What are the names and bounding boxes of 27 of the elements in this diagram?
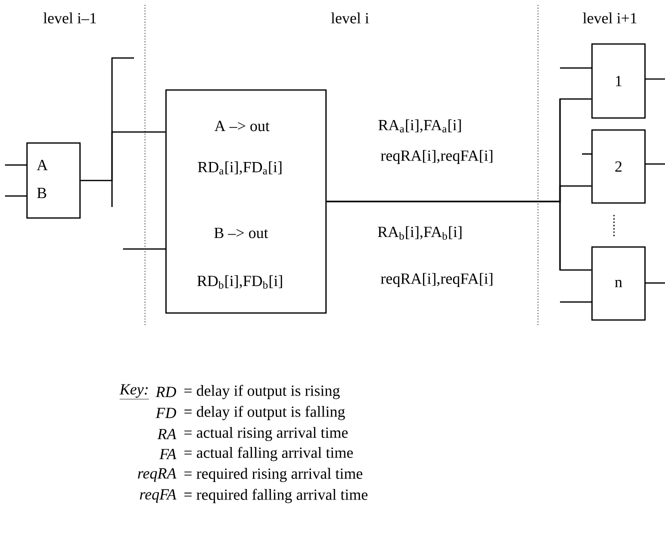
gate-box: 1 <box>591 43 646 119</box>
key-definition: = actual falling arrival time <box>184 446 353 462</box>
level-label: level i+1 <box>582 12 636 24</box>
key-symbol: FD <box>156 408 176 418</box>
key-symbol: RD <box>156 386 176 398</box>
gate-box: 2 <box>591 129 646 204</box>
wire <box>80 131 166 182</box>
key-heading: Key: <box>119 384 150 400</box>
key-definition: = required rising arrival time <box>184 468 362 482</box>
wire <box>326 200 592 271</box>
gate-box: A B <box>26 142 81 219</box>
level-label: level i <box>331 12 369 24</box>
key-definition: = required falling arrival time <box>184 488 368 504</box>
gate-box: n <box>591 246 646 321</box>
signal-label: reqRA[i],reqFA[i] <box>380 150 492 164</box>
signal-label: RA$_{a}$[i],FA$_{a}$[i] <box>378 119 461 133</box>
key-symbol: RA <box>157 428 176 440</box>
level-label: level i–1 <box>43 12 96 24</box>
key-symbol: reqRA <box>138 468 176 482</box>
key-symbol: FA <box>159 448 176 460</box>
signal-label: reqRA[i],reqFA[i] <box>380 272 492 288</box>
key-definition: = actual rising arrival time <box>184 426 348 442</box>
key-definition: = delay if output is rising <box>184 384 340 400</box>
gate-box: A –> out RD$_{a}$[i],FD$_{a}$[i] B –> out RD$_{b}$[i],FD$_{b}$[i] <box>165 89 327 314</box>
signal-label: RA$_{b}$[i],FA$_{b}$[i] <box>378 226 462 240</box>
key-definition: = delay if output is falling <box>184 406 345 420</box>
key-symbol: reqFA <box>140 489 176 503</box>
